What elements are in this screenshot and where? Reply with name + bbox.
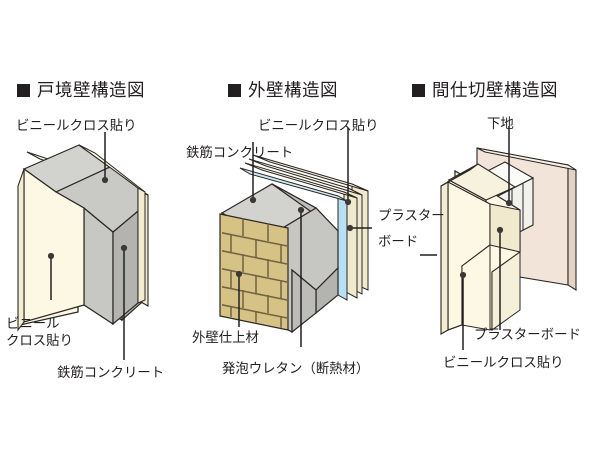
label-exterior-wall-bottom-right: 発泡ウレタン（断熱材） (222, 361, 370, 376)
bullet-square-icon (17, 84, 30, 98)
label-exterior-wall-right-line1: プラスター (378, 208, 445, 223)
panel-title-party-wall: 戸境壁構造図 (17, 80, 145, 100)
drawing-party-wall (17, 132, 149, 360)
panel-title-text: 間仕切壁構造図 (432, 80, 558, 100)
label-party-wall-left-line2: クロス貼り (6, 333, 73, 348)
label-exterior-wall-top-left: 鉄筋コンクリート (186, 145, 294, 160)
label-party-wall-bottom: 鉄筋コンクリート (57, 365, 165, 380)
label-partition-wall-top: 下地 (487, 116, 514, 131)
label-exterior-wall-bottom-left: 外壁仕上材 (192, 330, 259, 345)
drawing-exterior-wall (219, 128, 372, 347)
label-party-wall-top: ビニールクロス貼り (16, 118, 137, 133)
panel-title-partition-wall: 間仕切壁構造図 (412, 80, 558, 100)
bullet-square-icon (228, 84, 241, 98)
panel-title-text: 外壁構造図 (248, 80, 338, 100)
label-partition-wall-vinyl: ビニールクロス貼り (443, 355, 564, 370)
label-partition-wall-plasterboard: プラスターボード (474, 327, 581, 342)
bullet-square-icon (412, 84, 425, 98)
label-exterior-wall-top-right: ビニールクロス貼り (258, 118, 379, 133)
panel-title-exterior-wall: 外壁構造図 (228, 80, 338, 100)
drawing-partition-wall (420, 126, 577, 350)
label-exterior-wall-right-line2: ボード (378, 234, 419, 249)
label-party-wall-left-line1: ビニール (6, 316, 60, 331)
panel-title-text: 戸境壁構造図 (37, 80, 145, 100)
